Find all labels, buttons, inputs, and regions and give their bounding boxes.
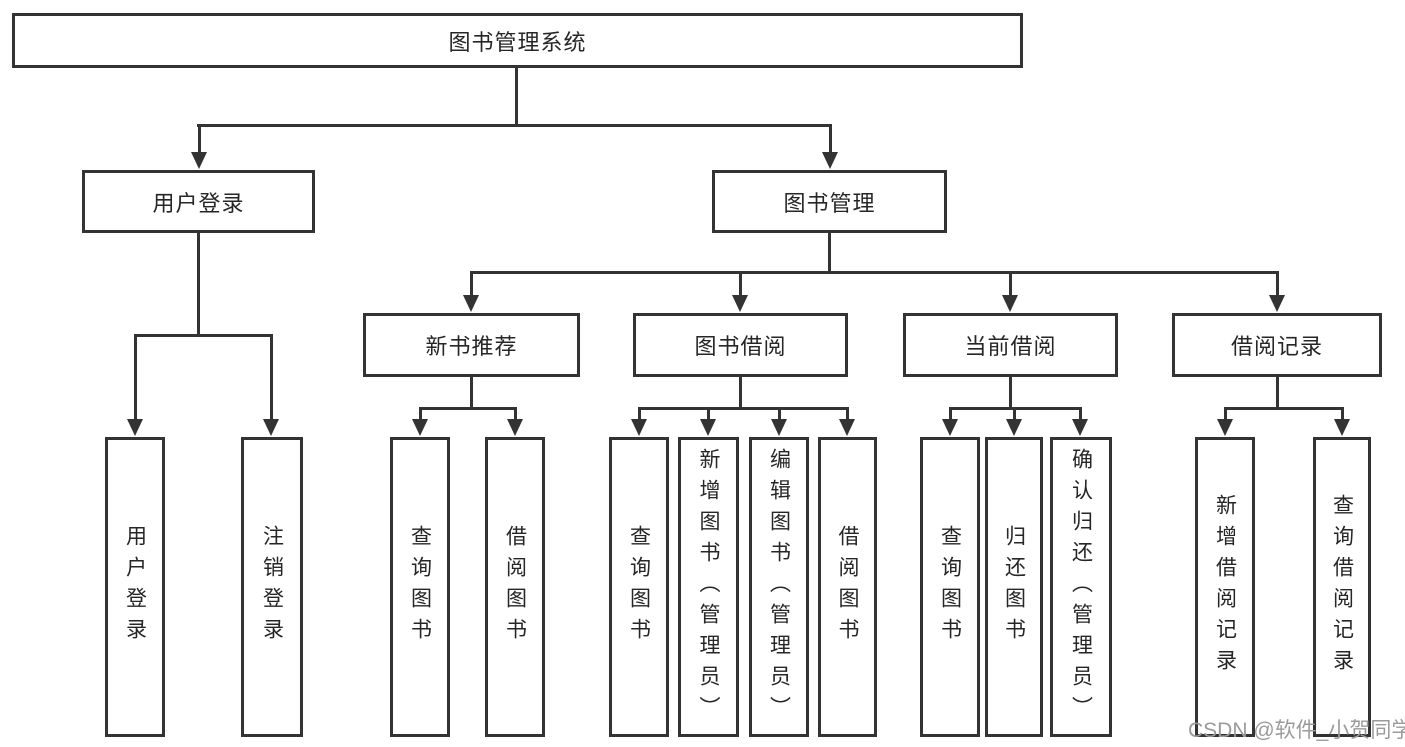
arrowhead-to-borrowing-records — [1269, 295, 1285, 312]
csdn-watermark: CSDN @软件_小贺同学 — [1188, 719, 1405, 742]
connector-drop-bb-query — [638, 407, 641, 421]
connector-root-stem — [515, 68, 518, 126]
connector-drop-book-borrowing — [739, 271, 742, 297]
node-records-query-borrow-record: 查询借阅记录 — [1313, 437, 1371, 737]
node-current-confirm-return-admin: 确认归还（管理员） — [1050, 437, 1112, 737]
leaf-label: 确认归还（管理员） — [1069, 447, 1093, 727]
connector-drop-borrowing-records — [1276, 271, 1279, 297]
node-borrowing-query-books: 查询图书 — [609, 437, 669, 737]
connector-root-bar — [197, 124, 831, 127]
arrowhead-to-book-borrowing — [732, 295, 748, 312]
arrowhead-to-cb-query — [942, 419, 958, 436]
connector-book-management-bar — [470, 271, 1278, 274]
connector-drop-login — [134, 334, 137, 420]
connector-drop-cb-query — [949, 407, 952, 421]
connector-drop-book-management — [829, 124, 832, 154]
leaf-label: 查询图书 — [627, 525, 651, 649]
node-new-book-recommendation: 新书推荐 — [363, 313, 580, 377]
arrowhead-to-book-management — [822, 152, 838, 169]
node-borrowing-records: 借阅记录 — [1172, 313, 1382, 377]
connector-drop-current-borrowing — [1009, 271, 1012, 297]
leaf-label: 编辑图书（管理员） — [767, 447, 791, 727]
node-borrowing-borrow-books: 借阅图书 — [818, 437, 877, 737]
connector-borrowing-records-bar — [1224, 407, 1344, 410]
connector-drop-nb-query — [419, 407, 422, 421]
leaf-label: 借阅图书 — [836, 525, 859, 649]
arrowhead-to-logout — [263, 419, 279, 436]
arrowhead-to-nb-query — [412, 419, 428, 436]
arrowhead-to-bb-add — [700, 419, 716, 436]
arrowhead-to-bb-borrow — [839, 419, 855, 436]
leaf-label: 用户登录 — [123, 525, 147, 649]
connector-drop-br-add — [1224, 407, 1227, 421]
connector-drop-cb-return — [1013, 407, 1016, 421]
arrowhead-to-cb-return — [1006, 419, 1022, 436]
connector-current-borrowing-stem — [1009, 377, 1012, 410]
connector-book-management-stem — [828, 233, 831, 274]
connector-drop-user-login — [198, 124, 201, 154]
node-user-login: 用户登录 — [82, 170, 315, 233]
connector-borrowing-records-stem — [1276, 377, 1279, 410]
node-logout: 注销登录 — [241, 437, 303, 737]
node-library-management-system: 图书管理系统 — [12, 13, 1023, 68]
arrowhead-to-br-add — [1217, 419, 1233, 436]
arrowhead-to-bb-edit — [771, 419, 787, 436]
leaf-label: 查询借阅记录 — [1330, 494, 1354, 680]
node-current-query-books: 查询图书 — [920, 437, 980, 737]
connector-user-login-stem — [197, 233, 200, 337]
arrowhead-to-user-login — [191, 152, 207, 169]
connector-drop-br-query — [1341, 407, 1344, 421]
node-records-add-borrow-record: 新增借阅记录 — [1195, 437, 1255, 737]
node-borrowing-add-books-admin: 新增图书（管理员） — [678, 437, 739, 737]
leaf-label: 查询图书 — [408, 525, 432, 649]
node-newbook-borrow-books: 借阅图书 — [485, 437, 545, 737]
node-current-return-books: 归还图书 — [985, 437, 1043, 737]
node-borrowing-edit-books-admin: 编辑图书（管理员） — [749, 437, 809, 737]
node-book-borrowing: 图书借阅 — [633, 313, 848, 377]
connector-drop-nb-borrow — [514, 407, 517, 421]
leaf-label: 注销登录 — [260, 525, 284, 649]
connector-book-borrowing-stem — [739, 377, 742, 410]
node-current-borrowing: 当前借阅 — [903, 313, 1118, 377]
connector-new-book-stem — [470, 377, 473, 410]
connector-drop-bb-borrow — [846, 407, 849, 421]
node-newbook-query-books: 查询图书 — [390, 437, 450, 737]
arrowhead-to-cb-confirm — [1072, 419, 1088, 436]
connector-drop-bb-add — [707, 407, 710, 421]
arrowhead-to-br-query — [1334, 419, 1350, 436]
leaf-label: 借阅图书 — [503, 525, 527, 649]
leaf-label: 查询图书 — [938, 525, 962, 649]
node-book-management: 图书管理 — [712, 170, 947, 233]
connector-drop-logout — [270, 334, 273, 420]
connector-drop-cb-confirm — [1079, 407, 1082, 421]
leaf-label: 归还图书 — [1002, 525, 1026, 649]
arrowhead-to-new-book — [463, 295, 479, 312]
connector-user-login-bar — [134, 334, 273, 337]
arrowhead-to-current-borrowing — [1002, 295, 1018, 312]
arrowhead-to-login — [127, 419, 143, 436]
connector-drop-new-book — [470, 271, 473, 297]
leaf-label: 新增图书（管理员） — [697, 447, 720, 727]
node-user-login-action: 用户登录 — [105, 437, 165, 737]
arrowhead-to-bb-query — [631, 419, 647, 436]
connector-new-book-bar — [419, 407, 517, 410]
connector-drop-bb-edit — [778, 407, 781, 421]
leaf-label: 新增借阅记录 — [1213, 494, 1237, 680]
arrowhead-to-nb-borrow — [507, 419, 523, 436]
connector-book-borrowing-bar — [638, 407, 849, 410]
